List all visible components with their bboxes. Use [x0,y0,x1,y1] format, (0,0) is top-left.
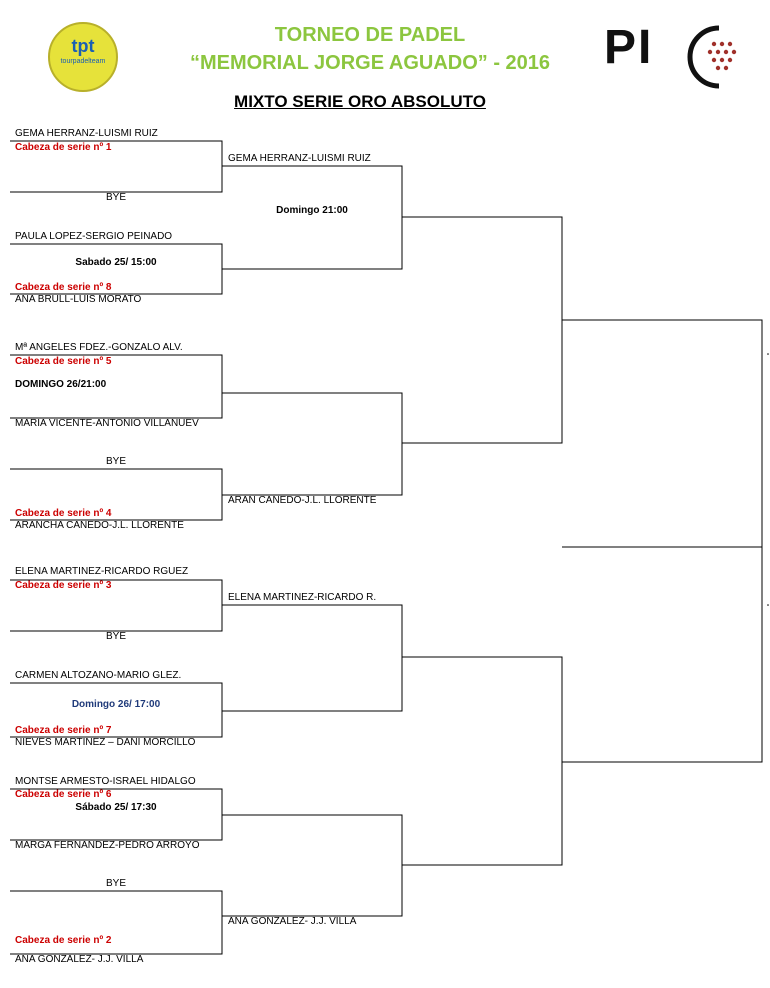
tpt-logo: tpt tourpadelteam [48,22,118,92]
team-name: ANA BRULL-LUIS MORATO [15,294,142,305]
category-title: MIXTO SERIE ORO ABSOLUTO [234,92,486,111]
team-name: ELENA MARTINEZ-RICARDO RGUEZ [15,566,189,577]
round2-team-name: GEMA HERRANZ-LUISMI RUIZ [228,153,371,164]
round2-team-name: ANA GONZALEZ- J.J. VILLA [228,916,357,927]
team-name: MARIA VICENTE-ANTONIO VILLANUEV [15,418,199,429]
seed-label: Cabeza de serie nº 2 [15,935,112,946]
seed-label: Cabeza de serie nº 4 [15,508,112,519]
seed-label: Cabeza de serie nº 6 [15,789,112,800]
team-name: BYE [105,192,126,203]
team-name: GEMA HERRANZ-LUISMI RUIZ [15,128,158,139]
team-name: BYE [105,631,126,642]
match-schedule: Domingo 21:00 [276,205,348,216]
seed-label: Cabeza de serie nº 3 [15,580,112,591]
pi-logo-text: PI [604,21,654,74]
team-name: BYE [105,456,126,467]
team-name: BYE [105,878,126,889]
match-schedule: Sabado 25/ 15:00 [75,257,157,268]
seed-label: Cabeza de serie nº 8 [15,282,112,293]
tournament-subtitle: “MEMORIAL JORGE AGUADO” - 2016 [189,52,551,74]
team-name: MARGA FERNANDEZ-PEDRO ARROYO [15,840,200,851]
round2-team-name: ELENA MARTINEZ-RICARDO R. [228,592,377,603]
seed-label: Cabeza de serie nº 1 [15,142,112,153]
pi-logo: PI [604,21,744,94]
seed-label: Cabeza de serie nº 5 [15,356,112,367]
team-name: ANA GONZALEZ- J.J. VILLA [15,954,144,965]
tournament-title: TORNEO DE PADEL [274,24,466,46]
padel-racket-icon [687,25,737,89]
match-schedule: Sábado 25/ 17:30 [75,802,157,813]
team-name: ARANCHA CANEDO-J.L. LLORENTE [15,520,184,531]
team-name: CARMEN ALTOZANO-MARIO GLEZ. [15,670,182,681]
tpt-logo-subtext: tourpadelteam [60,58,106,65]
seed-label: Cabeza de serie nº 7 [15,725,112,736]
team-name: MONTSE ARMESTO-ISRAEL HIDALGO [15,776,196,787]
match-schedule: Domingo 26/ 17:00 [71,699,161,710]
team-name: Mª ANGELES FDEZ.-GONZALO ALV. [15,342,183,353]
match-schedule: DOMINGO 26/21:00 [15,379,107,390]
team-name: PAULA LOPEZ-SERGIO PEINADO [15,231,173,242]
round2-team-name: ARAN CANEDO-J.L. LLORENTE [228,495,377,506]
tpt-logo-text: tpt [71,36,95,56]
team-name: NIEVES MARTINEZ – DANI MORCILLO [15,737,196,748]
